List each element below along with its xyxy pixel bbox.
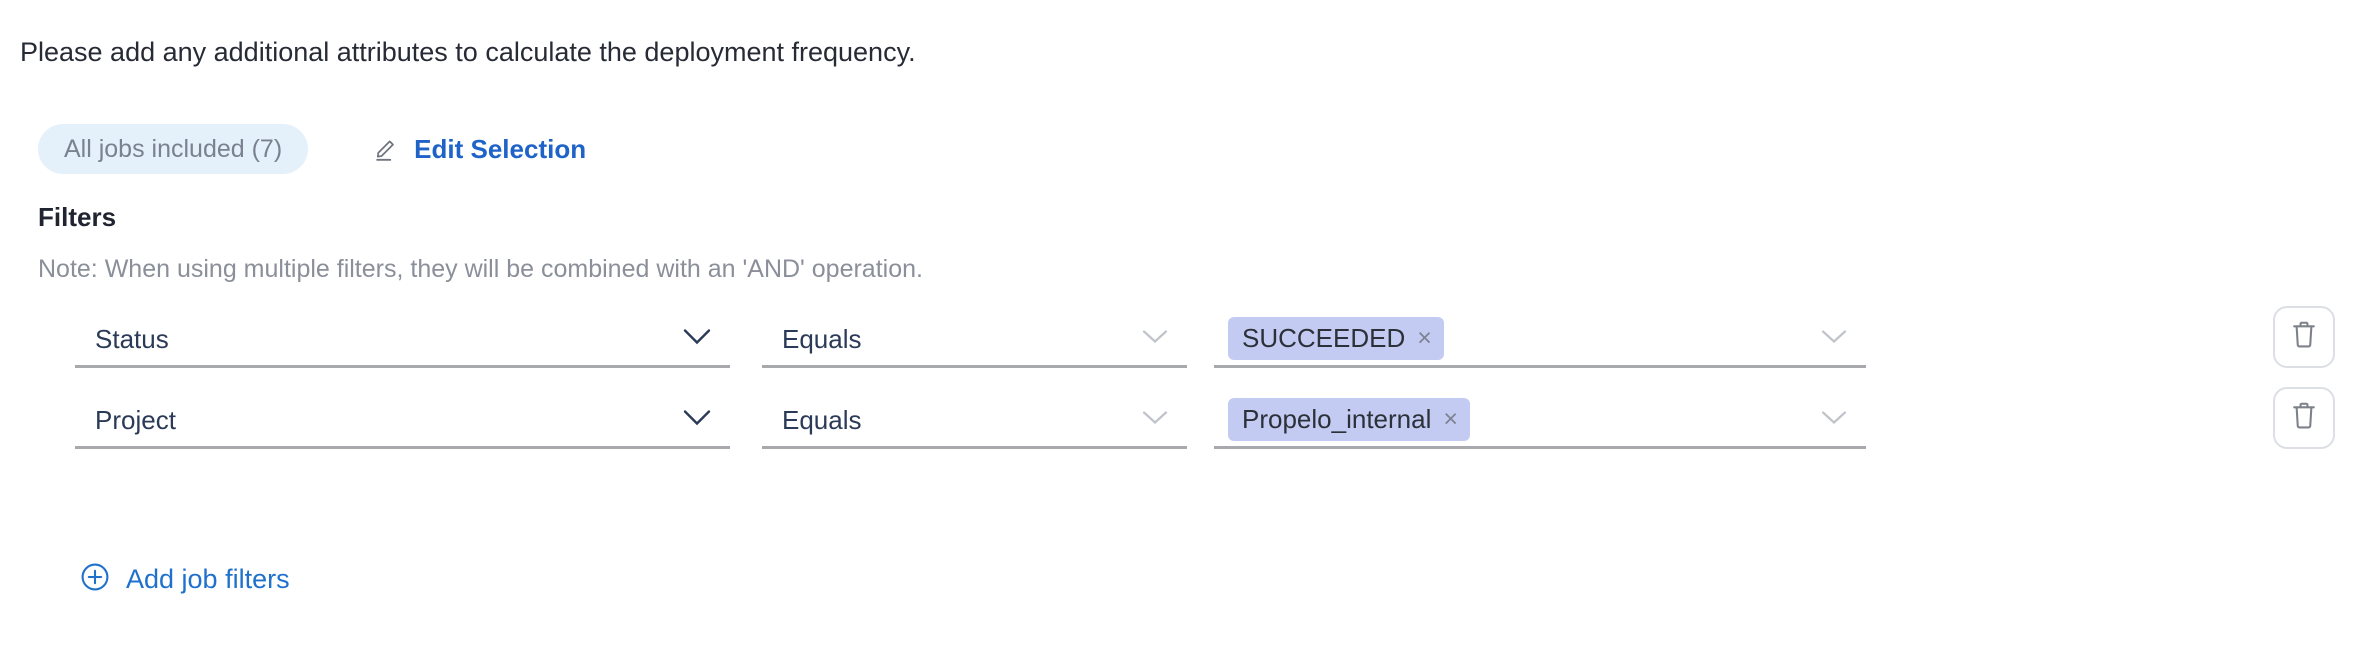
filter-attribute-select[interactable]: Project [75, 393, 730, 449]
filter-attribute-value: Status [95, 323, 169, 354]
chevron-down-icon [1820, 328, 1848, 349]
edit-selection-label: Edit Selection [414, 134, 587, 164]
chevron-down-icon [682, 327, 712, 350]
filter-operator-select[interactable]: Equals [762, 393, 1187, 449]
page-instruction: Please add any additional attributes to … [20, 37, 916, 67]
filter-operator-value: Equals [782, 323, 862, 354]
filter-value-chip-label: SUCCEEDED [1242, 323, 1406, 353]
delete-filter-button[interactable] [2273, 306, 2335, 368]
filters-heading: Filters [38, 202, 117, 232]
filters-note: Note: When using multiple filters, they … [38, 255, 923, 283]
close-icon[interactable]: × [1443, 404, 1458, 433]
add-job-filters-button[interactable]: Add job filters [80, 562, 290, 597]
filter-value-chip[interactable]: SUCCEEDED × [1228, 317, 1444, 360]
chevron-down-icon [1141, 409, 1169, 430]
trash-icon [2290, 401, 2318, 436]
filter-value-chip-label: Propelo_internal [1242, 404, 1432, 434]
filter-attribute-select[interactable]: Status [75, 312, 730, 368]
delete-filter-button[interactable] [2273, 387, 2335, 449]
selection-row: All jobs included (7) Edit Selection [38, 124, 586, 174]
filter-operator-value: Equals [782, 404, 862, 435]
filter-value-select[interactable]: Propelo_internal × [1214, 393, 1866, 449]
filter-row: Status Equals SUCCEEDED × [0, 312, 2376, 380]
filter-attribute-value: Project [95, 404, 176, 435]
filter-row: Project Equals Propelo_internal × [0, 393, 2376, 461]
edit-selection-button[interactable]: Edit Selection [374, 134, 586, 164]
chevron-down-icon [1820, 409, 1848, 430]
plus-circle-icon [80, 562, 110, 597]
close-icon[interactable]: × [1417, 323, 1432, 352]
pencil-icon [374, 136, 400, 162]
jobs-included-badge: All jobs included (7) [38, 124, 309, 174]
filter-operator-select[interactable]: Equals [762, 312, 1187, 368]
trash-icon [2290, 320, 2318, 355]
add-job-filters-label: Add job filters [126, 564, 290, 594]
filter-value-chip[interactable]: Propelo_internal × [1228, 398, 1470, 441]
chevron-down-icon [682, 408, 712, 431]
chevron-down-icon [1141, 328, 1169, 349]
filter-value-select[interactable]: SUCCEEDED × [1214, 312, 1866, 368]
